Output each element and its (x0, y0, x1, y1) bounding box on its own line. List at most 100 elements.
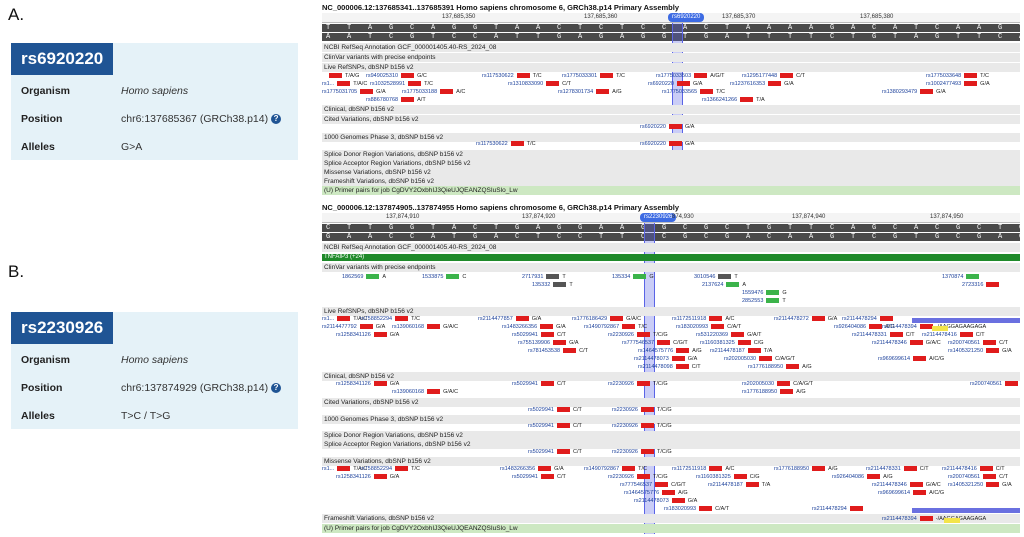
variant-bar[interactable] (786, 364, 800, 370)
variant-bar[interactable] (366, 274, 380, 280)
variant-bar[interactable] (747, 348, 761, 354)
variant-feature[interactable]: 1370874 (942, 274, 982, 281)
variant-id[interactable]: rs1380293479 (882, 89, 918, 95)
variant-bar[interactable] (600, 73, 614, 79)
variant-bar[interactable] (641, 407, 654, 413)
track-label[interactable]: Cited Variations, dbSNP b156 v2 (322, 398, 1020, 407)
variant-bar[interactable] (337, 466, 351, 472)
variant-id[interactable]: rs1775031705 (322, 89, 358, 95)
variant-bar[interactable] (699, 506, 713, 512)
variant-bar[interactable] (655, 482, 669, 488)
track-label[interactable]: Frameshift Variations, dbSNP b156 v2 (322, 514, 1020, 523)
track-label[interactable]: Splice Acceptor Region Variations, dbSNP… (322, 440, 1020, 449)
variant-bar[interactable] (557, 449, 570, 455)
variant-feature[interactable]: rs200740561 (970, 381, 1020, 388)
track-label[interactable]: NCBI RefSeq Annotation GCF_000001405.40-… (322, 43, 1020, 52)
variant-id[interactable]: rs1775033503 (656, 73, 692, 79)
track-label[interactable]: Splice Acceptor Region Variations, dbSNP… (322, 159, 1020, 168)
variant-bar[interactable] (986, 282, 1000, 288)
variant-id[interactable]: rs1405321250 (948, 348, 984, 354)
variant-id[interactable]: rs2114478294 (812, 506, 847, 512)
sequence-viewer-a[interactable]: NC_000006.12:137685341..137685391 Homo s… (322, 3, 1020, 195)
variant-bar[interactable] (637, 381, 650, 387)
variant-id[interactable]: rs1002477493 (926, 81, 962, 87)
track-label[interactable]: Live RefSNPs, dbSNP b156 v2 (322, 63, 1020, 72)
variant-feature[interactable]: rs2114478394-/AAGGAGAAGAGA (882, 324, 986, 331)
variant-id[interactable]: rs1... (322, 316, 335, 322)
variant-bar[interactable] (903, 466, 917, 472)
variant-id[interactable]: rs2230926 (612, 449, 638, 455)
variant-id[interactable]: rs1776186429 (572, 316, 608, 322)
coordinate-ruler[interactable]: 137,685,350 137,685,360 rs6920220 137,68… (322, 13, 1020, 23)
variant-id[interactable]: rs1775033188 (402, 89, 438, 95)
variant-id[interactable]: rs1464575776 (638, 348, 674, 354)
variant-bar[interactable] (979, 466, 993, 472)
variant-bar[interactable] (359, 324, 373, 330)
variant-id[interactable]: rs2114478331 (852, 332, 887, 338)
variant-bar[interactable] (811, 316, 825, 322)
track-label[interactable]: (U) Primer pairs for job CgDVY2OxbhIJ3Qi… (322, 524, 1020, 533)
variant-id[interactable]: rs2114478416 (942, 466, 977, 472)
variant-bar[interactable] (709, 466, 723, 472)
variant-bar[interactable] (737, 340, 751, 346)
variant-bar[interactable] (515, 316, 529, 322)
variant-id[interactable]: rs2114478394 (882, 516, 917, 522)
snp-flag[interactable]: rs6920220 (668, 13, 705, 22)
track-label[interactable]: (U) Primer pairs for job CgDVY2OxbhIJ3Qi… (322, 186, 1020, 195)
variant-id[interactable]: rs139060168 (392, 389, 425, 395)
variant-id[interactable]: rs1258341126 (336, 332, 371, 338)
variant-bar[interactable] (919, 324, 933, 330)
variant-id[interactable]: rs926404086 (832, 474, 865, 480)
variant-feature[interactable]: rs2114478294 (842, 316, 896, 323)
variant-id[interactable]: 2137624 (702, 282, 724, 288)
variant-id[interactable]: rs2114478331 (866, 466, 901, 472)
variant-id[interactable]: rs969699614 (878, 490, 911, 496)
variant-bar[interactable] (538, 466, 552, 472)
variant-id[interactable]: rs969699614 (878, 356, 911, 362)
variant-bar[interactable] (964, 81, 978, 87)
variant-bar[interactable] (879, 316, 893, 322)
variant-id[interactable]: rs1258341126 (336, 474, 371, 480)
variant-id[interactable]: rs758852294 (360, 466, 393, 472)
track-label[interactable]: 1000 Genomes Phase 3, dbSNP b156 v2 (322, 415, 1020, 424)
variant-id[interactable]: rs202005030 (724, 356, 757, 362)
variant-id[interactable]: rs5029941 (528, 449, 554, 455)
variant-id[interactable]: rs1172511918 (672, 466, 707, 472)
variant-id[interactable]: rs200740561 (970, 381, 1003, 387)
variant-bar[interactable] (641, 449, 654, 455)
variant-id[interactable]: 3010546 (694, 274, 716, 280)
variant-bar[interactable] (759, 356, 773, 362)
variant-bar[interactable] (540, 324, 554, 330)
variant-id[interactable]: rs1776188950 (742, 389, 778, 395)
variant-id[interactable]: rs1776188950 (774, 466, 810, 472)
variant-bar[interactable] (641, 423, 654, 429)
track-label[interactable]: Missense Variations, dbSNP b156 v2 (322, 457, 1020, 466)
variant-id[interactable]: rs2114477857 (478, 316, 513, 322)
variant-bar[interactable] (966, 274, 980, 280)
